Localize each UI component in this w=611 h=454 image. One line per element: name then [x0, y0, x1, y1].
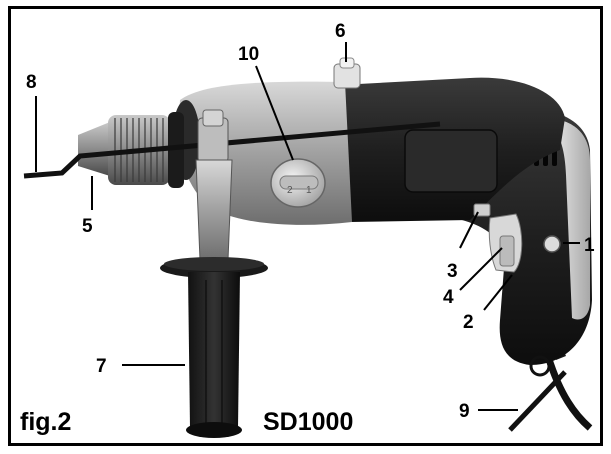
callout-6: 6	[335, 21, 346, 42]
callout-1: 1	[584, 235, 595, 256]
grip-soft-strip	[552, 120, 590, 320]
callout-7: 7	[96, 356, 107, 377]
leader-2	[483, 274, 513, 311]
lock-on-button	[543, 235, 561, 253]
trigger-switch	[488, 213, 523, 273]
callout-9: 9	[459, 401, 470, 422]
callout-leaders	[35, 42, 580, 411]
figure-caption: fig.2	[20, 408, 71, 436]
dial-mark-1: 1	[306, 185, 312, 196]
depth-stop-rod	[23, 121, 441, 179]
depth-gauge-key	[508, 355, 567, 432]
power-cord	[544, 354, 593, 431]
dial-mark-2: 2	[287, 185, 293, 196]
gear-selector-dial: 2 1	[270, 158, 326, 208]
leader-3	[459, 211, 479, 249]
callout-5: 5	[82, 216, 93, 237]
callout-8: 8	[26, 72, 37, 93]
callout-3: 3	[447, 261, 458, 282]
callout-4: 4	[443, 287, 454, 308]
auxiliary-side-handle	[160, 257, 268, 438]
housing-panel	[404, 129, 498, 193]
mode-selector-knob	[333, 57, 361, 89]
side-handle-bracket	[195, 109, 233, 261]
model-name: SD1000	[263, 408, 353, 436]
leader-4	[459, 247, 503, 291]
leader-10	[255, 65, 294, 161]
callout-2: 2	[463, 312, 474, 333]
callout-10: 10	[238, 44, 259, 65]
